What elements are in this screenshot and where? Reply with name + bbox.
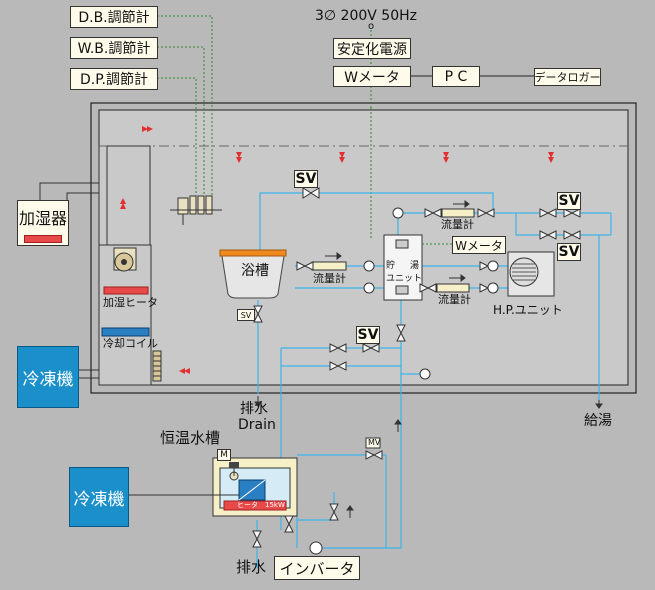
refrigerant-line: [78, 369, 99, 379]
watt-meter-2-label: Wメータ: [455, 238, 503, 253]
bath-tub: [221, 255, 285, 299]
hp-unit-graphic: [507, 251, 555, 297]
data-logger-label: データロガー: [534, 71, 601, 84]
refrigerator-1: 冷凍機: [17, 346, 79, 408]
data-logger: データロガー: [534, 68, 601, 86]
pc-label: P C: [444, 68, 468, 85]
refrigerator-2: 冷凍機: [69, 467, 129, 527]
refrigerator-1-label: 冷凍機: [22, 369, 74, 390]
controller-signal-lines: [157, 15, 213, 205]
sv-valve-a: SV: [294, 170, 318, 188]
constant-tank-heater: [223, 500, 287, 511]
mv-label: MV: [368, 438, 381, 447]
thermometer-sensors: [309, 207, 499, 555]
inverter-box: インバータ: [274, 556, 360, 580]
storage-unit-label-3: ユニット: [386, 274, 423, 284]
drain-en-label: Drain: [238, 417, 276, 433]
dp-controller-label: D.P.調節計: [80, 72, 148, 88]
flow-arrows: [254, 200, 603, 518]
inverter-label: インバータ: [279, 559, 355, 578]
drain-jp-label: 排水: [240, 401, 268, 417]
refrigerator-2-label: 冷凍機: [73, 489, 125, 510]
sv-valve-small: SV: [237, 309, 255, 321]
sv-valve-d-label: SV: [357, 327, 379, 343]
sv-valve-b-label: SV: [558, 193, 580, 209]
storage-unit-label-1: 貯: [386, 261, 396, 271]
power-junction: o: [368, 21, 375, 32]
sv-valve-b: SV: [557, 192, 581, 210]
db-controller: D.B.調節計: [70, 6, 158, 28]
drain-bottom-label: 排水: [236, 558, 267, 576]
sv-valve-d: SV: [356, 326, 380, 344]
humid-heater-element: [103, 286, 149, 295]
watt-meter-top-label: Wメータ: [344, 69, 400, 86]
bath-rim: [219, 249, 287, 257]
storage-unit-label-2: 湯: [410, 261, 420, 271]
constant-tank-coil-diag: [238, 479, 266, 501]
flow-meter-3-label: 流量計: [438, 293, 471, 306]
db-controller-label: D.B.調節計: [78, 10, 150, 26]
return-grille: [152, 350, 162, 382]
humidifier-label: 加湿器: [18, 209, 67, 228]
constant-tank-motor: [229, 462, 239, 468]
constant-tank-label: 恒温水槽: [160, 429, 221, 447]
mv-valve-box: [365, 437, 381, 449]
sv-valve-c-label: SV: [558, 244, 580, 260]
wb-controller: W.B.調節計: [70, 37, 158, 59]
storage-tank-inner-2: [395, 285, 409, 295]
power-unit-label: 安定化電源: [337, 41, 407, 58]
hp-unit-label: H.P.ユニット: [493, 303, 563, 317]
humid-heater-label: 加湿ヒータ: [103, 296, 158, 309]
storage-tank-inner-1: [395, 239, 409, 249]
sv-valve-a-label: SV: [295, 171, 317, 187]
humidifier-heater-bar: [24, 235, 62, 243]
sv-valve-small-label: SV: [240, 310, 252, 320]
dp-controller: D.P.調節計: [70, 68, 158, 90]
power-unit: 安定化電源: [333, 38, 411, 59]
power-supply-label: 3∅ 200V 50Hz: [315, 8, 417, 24]
flow-meter-2-label: 流量計: [441, 218, 474, 231]
tank-motor-label: M: [220, 450, 228, 460]
flow-meter-1-label: 流量計: [313, 272, 346, 285]
cooling-coil-label: 冷却コイル: [103, 337, 158, 350]
hot-water-supply-label: 給湯: [584, 413, 612, 429]
wb-controller-label: W.B.調節計: [77, 41, 151, 57]
bath-label: 浴槽: [241, 263, 269, 279]
tank-heater-label: ヒータ 15kW: [237, 501, 285, 509]
humidifier: 加湿器: [17, 200, 69, 246]
sv-valve-c: SV: [557, 243, 581, 261]
tank-motor-label-box: M: [217, 449, 231, 461]
cooling-coil-element: [101, 327, 150, 337]
watt-meter-top: Wメータ: [333, 66, 411, 87]
airflow-arrows: [120, 126, 554, 374]
fan-icon: [113, 247, 137, 272]
watt-meter-2: Wメータ: [452, 236, 506, 254]
flow-meter-tubes: [311, 208, 475, 293]
sensor-probes: [170, 195, 222, 225]
pc-box: P C: [432, 66, 480, 87]
